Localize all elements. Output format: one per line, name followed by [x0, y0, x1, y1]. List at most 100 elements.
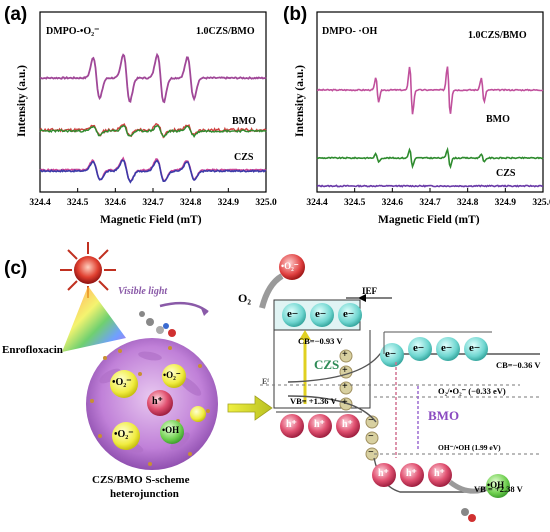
electron-ball	[310, 303, 334, 327]
superoxide-sphere-2	[162, 364, 186, 388]
panel-b-label: (b)	[283, 4, 308, 25]
panel-a-series-bmo	[39, 124, 267, 139]
oh-level-label: OH⁻/•OH (1.99 eV)	[438, 443, 501, 452]
oh-radical-label: •OH	[487, 480, 505, 490]
x-tick-label: 324.6	[382, 198, 404, 208]
electron-ball	[436, 337, 460, 361]
panel-b-ticks: 324.4 324.5 324.6 324.7 324.8 324.9 325.0	[306, 188, 550, 208]
sphere-label-3: h⁺	[152, 396, 163, 407]
o2-level-label: O₂/•O₂⁻ (−0.33 eV)	[438, 386, 506, 396]
o2-radical-label: •O₂⁻	[281, 261, 299, 271]
caption-line-1: CZS/BMO S-scheme	[92, 474, 190, 486]
x-tick-label: 324.7	[419, 198, 441, 208]
electron-ball	[464, 337, 488, 361]
electron-label: e−	[469, 342, 481, 354]
x-tick-label: 324.6	[105, 198, 127, 208]
hole-ball	[308, 414, 332, 438]
light-beam-icon	[62, 286, 126, 352]
o2-label: O₂	[238, 291, 251, 305]
hole-label: h⁺	[314, 419, 325, 430]
minus-sign: −	[368, 447, 374, 458]
hole-label: h⁺	[286, 419, 297, 430]
caption-line-2: heterojunction	[110, 488, 179, 500]
panel-b-series-czsbmo	[316, 66, 544, 115]
x-tick-label: 324.8	[457, 198, 479, 208]
czs-label: CZS	[314, 357, 340, 372]
superoxide-sphere-3	[112, 422, 140, 450]
panel-b-title: DMPO- ·OH	[322, 26, 378, 37]
panel-a-label: (a)	[4, 4, 28, 25]
electron-label: e−	[413, 342, 425, 354]
electron-ball	[408, 337, 432, 361]
panel-b-sample-label: 1.0CZS/BMO	[468, 30, 527, 41]
ef-label: Eᶠ	[262, 377, 269, 386]
sphere-label-4: •O₂⁻	[114, 429, 134, 440]
panel-a-ticks: 324.4 324.5 324.6 324.7 324.8 324.9 325.0	[29, 188, 277, 208]
ief-label: IEF	[362, 286, 378, 296]
electron-label: e−	[385, 348, 397, 360]
hole-ball	[280, 414, 304, 438]
x-tick-label: 324.9	[218, 198, 240, 208]
panel-c-label: (c)	[4, 258, 28, 279]
superoxide-sphere-4	[190, 406, 206, 422]
visible-light-label: Visible light	[118, 286, 168, 297]
plus-sign: +	[342, 365, 348, 376]
minus-sign: −	[368, 415, 374, 426]
x-tick-label: 324.8	[180, 198, 202, 208]
bmo-label: BMO	[428, 408, 460, 423]
panel-a-series-czs	[40, 158, 267, 184]
panel-a-xlabel: Magnetic Field (mT)	[100, 214, 202, 226]
molecule-icon	[139, 311, 176, 337]
plus-sign: +	[342, 397, 348, 408]
enrofloxacin-label: Enrofloxacin	[2, 344, 63, 356]
hole-label: h⁺	[342, 419, 353, 430]
panel-a-title: DMPO-•O₂⁻	[46, 26, 100, 37]
hole-ball	[336, 414, 360, 438]
panel-a-bmo-label: BMO	[232, 116, 256, 127]
oh-radical-sphere	[486, 474, 510, 498]
panel-a-ylabel: Intensity (a.u.)	[16, 65, 28, 137]
small-molecule-icon	[461, 508, 469, 516]
x-tick-label: 324.7	[142, 198, 164, 208]
panel-a-plot: 324.4 324.5 324.6 324.7 324.8 324.9 325.0 324.…	[29, 11, 550, 208]
sun-icon	[60, 242, 116, 298]
electron-label: e−	[343, 308, 355, 320]
czs-vb-label: VB= +1.36 V	[290, 396, 337, 406]
hole-label: h⁺	[406, 468, 417, 479]
x-tick-label: 324.9	[495, 198, 517, 208]
superoxide-sphere-1	[110, 370, 138, 398]
x-tick-label: 325.0	[532, 198, 550, 208]
plus-sign: +	[342, 381, 348, 392]
hole-ball	[428, 463, 452, 487]
panel-b-series-bmo	[316, 146, 544, 170]
hole-sphere	[147, 390, 173, 416]
panel-a-czs-label: CZS	[234, 152, 254, 163]
panel-b-bmo-label: BMO	[486, 114, 510, 125]
panel-b-czs-label: CZS	[496, 168, 516, 179]
panel-b-ylabel: Intensity (a.u.)	[294, 65, 306, 137]
hole-label: h⁺	[378, 468, 389, 479]
bmo-cb-label: CB=−0.36 V	[496, 360, 541, 370]
sphere-label-1: •O₂⁻	[112, 377, 132, 388]
hole-ball	[372, 463, 396, 487]
panel-a-sample-label: 1.0CZS/BMO	[196, 26, 255, 37]
plus-sign: +	[342, 349, 348, 360]
sphere-label-2: •O₂⁻	[163, 370, 181, 380]
x-tick-label: 324.4	[29, 198, 51, 208]
electron-label: e−	[441, 342, 453, 354]
minus-sign: −	[368, 431, 374, 442]
panel-b-xlabel: Magnetic Field (mT)	[378, 214, 480, 226]
electron-ball	[380, 343, 404, 367]
yellow-arrow-icon	[227, 395, 273, 421]
x-tick-label: 325.0	[255, 198, 277, 208]
x-tick-label: 324.4	[306, 198, 328, 208]
electron-label: e−	[315, 308, 327, 320]
o2-radical-sphere	[279, 254, 305, 280]
czs-cb-label: CB=−0.93 V	[298, 336, 343, 346]
x-tick-label: 324.5	[344, 198, 366, 208]
o2-curved-arrow-icon	[259, 273, 284, 309]
panel-c-diagram	[60, 242, 540, 522]
panel-a-series-czsbmo	[39, 52, 267, 104]
x-tick-label: 324.5	[67, 198, 89, 208]
electron-label: e−	[287, 308, 299, 320]
